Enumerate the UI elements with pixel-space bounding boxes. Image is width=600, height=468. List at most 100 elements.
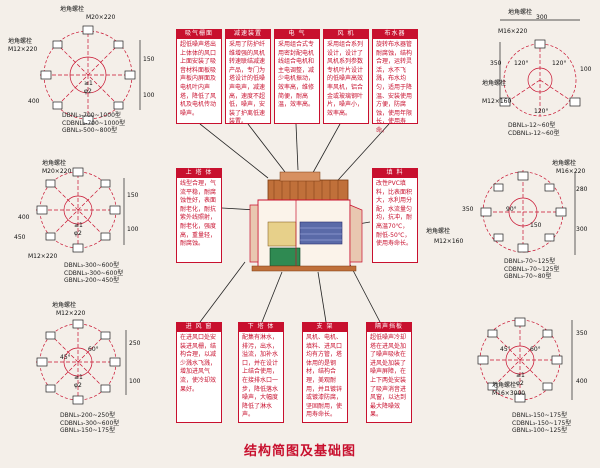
dim-tr-2: 100 — [580, 66, 592, 73]
model-bl-0: DBNL₃-200~250型 — [60, 412, 116, 419]
bolt-spec-mr: M16×220 — [556, 168, 586, 175]
model-mr-0: DBNL₃-70~125型 — [504, 258, 556, 265]
callout-title-top-0: 吸气栅面 — [176, 29, 222, 38]
callout-title-mid-0: 上 塔 体 — [176, 168, 222, 177]
model-ml-0: DBNL₃-300~600型 — [64, 262, 120, 269]
foundation-diagram-mr — [480, 170, 576, 255]
callout-text-top-2: 采用组合式专用密封配电机线组合电机和主电调整，减少电机振动，效率高，维修简便，耐… — [274, 38, 320, 124]
model-tl-1: CDBNL₃-700~1000型 — [62, 119, 126, 127]
page-title: 结构简图及基础图 — [243, 444, 356, 459]
bolt-spec-tr-2: M12×160 — [482, 98, 512, 105]
dim-ml-0: 150 — [127, 192, 139, 199]
model-tl-2: GBNL₃-500~800型 — [62, 127, 118, 135]
bolt-label-br: 地角螺栓 — [492, 382, 517, 389]
foundation-diagram-tr — [499, 19, 581, 117]
dim-br-5: φ2 — [516, 380, 524, 387]
bolt-spec-mr-2: M12×160 — [434, 238, 464, 245]
callout-text-mid-0: 线型合理，气流平稳，耐腐蚀性好，表面耐老化，耐抗紫外线照射，耐老化，强度高，重量… — [176, 177, 222, 263]
dim-tr-5: 120° — [534, 108, 549, 115]
callout-title-top-2: 电 气 — [274, 29, 320, 38]
dim-ml-5: φ2 — [74, 230, 82, 237]
model-br-1: CDBNL₃-150~175型 — [512, 419, 572, 427]
bolt-spec-tr: M16×220 — [498, 28, 528, 35]
foundation-diagram-bl — [36, 319, 127, 405]
callout-text-top-0: 超低噪声塔出上体体的风口上面安装了吸音材料面板吸声板内屏面及电机叶内声塔，降低了… — [176, 38, 222, 124]
dim-tl-0: 150 — [143, 56, 155, 63]
model-list-br: DBNL₃-150~175型 CDBNL₃-150~175型 GBNL₃-100… — [512, 412, 571, 435]
bolt-label-bl: 地角螺栓 — [52, 302, 77, 309]
bolt-spec-tl: M20×220 — [86, 14, 116, 21]
bolt-label-ml: 地角螺栓 — [42, 160, 67, 167]
model-tl-0: DBNL₃-700~1000型 — [62, 112, 121, 119]
dim-bl-1: 100 — [129, 378, 141, 385]
callout-title-top-1: 减速装置 — [225, 29, 271, 38]
callout-text-mid-1: 改性PVC填料，比表面积大，水利用分配，水流量匀均，抗冲，耐高温70℃，耐低-5… — [372, 177, 418, 263]
model-ml-2: GBNL₃-200~450型 — [64, 277, 120, 285]
dim-tr-0: 300 — [536, 14, 548, 21]
foundation-diagram-ml — [36, 167, 125, 253]
dim-br-3: 400 — [576, 378, 588, 385]
dim-tr-3: 120° — [514, 60, 529, 67]
callout-text-bottom-2: 风机、电机、填料、进风口均有方管，塔体用的是钢材，结构合理，美观耐用，并且镀锌或… — [302, 331, 348, 423]
model-tr-1: CDBNL₃-12~60型 — [508, 129, 560, 137]
dim-br-4: ≥1 — [516, 372, 525, 379]
dim-mr-3: 90° — [506, 206, 517, 213]
model-br-0: DBNL₃-150~175型 — [512, 412, 568, 419]
callout-title-mid-1: 填 料 — [372, 168, 418, 177]
model-mr-2: GBNL₃-70~80型 — [504, 273, 552, 281]
dim-tr-4: 120° — [552, 60, 567, 67]
bolt-spec-ml-2: M12×220 — [28, 253, 58, 260]
callout-title-bottom-0: 进 风 窗 — [176, 322, 222, 331]
model-tr-0: DBNL₃-12~60型 — [508, 122, 556, 129]
dim-ml-1: 100 — [127, 226, 139, 233]
callout-text-bottom-0: 在进风口处安装进风栅，结构合理，以减少溅水飞溅，增加进风气流，使冷却效果好。 — [176, 331, 222, 423]
model-bl-2: GBNL₃-150~175型 — [60, 427, 116, 435]
model-list-ml: DBNL₃-300~600型 CDBNL₃-300~600型 GBNL₃-200… — [64, 262, 123, 285]
dim-mr-0: 280 — [576, 186, 588, 193]
callout-title-bottom-1: 下 塔 体 — [238, 322, 284, 331]
model-list-tr: DBNL₃-12~60型 CDBNL₃-12~60型 — [508, 122, 560, 137]
dim-ml-2: 450 — [14, 234, 26, 241]
dim-mr-1: 300 — [576, 226, 588, 233]
dim-bl-4: ≥1 — [74, 374, 83, 381]
bolt-spec-ml: M20×220 — [42, 168, 72, 175]
dim-mr-2: 350 — [462, 206, 474, 213]
callout-title-top-3: 风 机 — [323, 29, 369, 38]
model-list-tl: DBNL₃-700~1000型 CDBNL₃-700~1000型 GBNL₃-5… — [62, 112, 125, 135]
foundation-diagram-br — [477, 317, 573, 403]
model-br-2: GBNL₃-100~125型 — [512, 427, 568, 435]
foundation-diagram-tl — [40, 25, 141, 125]
model-ml-1: CDBNL₃-300~600型 — [64, 269, 124, 277]
dim-tl-4: φ2 — [84, 88, 92, 95]
callout-title-bottom-2: 支 架 — [302, 322, 348, 331]
dim-tl-2: 400 — [28, 98, 40, 105]
callout-title-bottom-3: 隔声挡板 — [366, 322, 412, 331]
dim-bl-2: 60° — [88, 346, 99, 353]
dim-mr-4: 150 — [530, 222, 542, 229]
dim-ml-3: 400 — [18, 214, 30, 221]
dim-bl-0: 250 — [129, 340, 141, 347]
callout-title-top-4: 布水器 — [372, 29, 418, 38]
leader-lines — [199, 123, 390, 323]
bolt-spec-bl: M12×220 — [56, 310, 86, 317]
bolt-label-tl: 地角螺栓 — [60, 6, 85, 13]
model-list-bl: DBNL₃-200~250型 CDBNL₃-300~600型 GBNL₃-150… — [60, 412, 119, 435]
callout-text-bottom-1: 配集有淋水，排污，出水，溢流，加补水口，并在设计上结合使用，在接排水口一步，降低… — [238, 331, 284, 423]
bolt-label-mr: 地角螺栓 — [552, 160, 577, 167]
callout-text-top-4: 旋转布水器管耐腐蚀，结构合理，运转灵活，水不飞溅，布水均匀，适用于降温、安装使用… — [372, 38, 418, 134]
dim-tl-1: 100 — [143, 92, 155, 99]
model-mr-1: CDBNL₃-70~125型 — [504, 265, 560, 273]
callout-text-bottom-3: 超低噪声冷却塔在进风处加了噪声吸收在进风处加装了噪声屏障，在上下两处安装了吸声消… — [366, 331, 412, 423]
dim-tr-1: 350 — [490, 60, 502, 67]
bolt-label-tr: 地角螺栓 — [508, 9, 533, 16]
cooling-tower-section — [249, 171, 363, 272]
dim-br-0: 45° — [500, 346, 511, 353]
dim-tl-3: ≥1 — [84, 80, 93, 87]
bolt-label-tl-2: 地角螺栓 — [8, 38, 33, 45]
callout-text-top-1: 采用了防护纤维增强的风机转速联结减速产品，专门为塔设计的低噪声电声，减速高，速度… — [225, 38, 271, 125]
bolt-label-mr-2: 地角螺栓 — [426, 228, 451, 235]
dim-bl-5: φ2 — [74, 382, 82, 389]
dim-br-1: 60° — [530, 346, 541, 353]
bolt-label-tr-2: 地角螺栓 — [482, 80, 507, 87]
